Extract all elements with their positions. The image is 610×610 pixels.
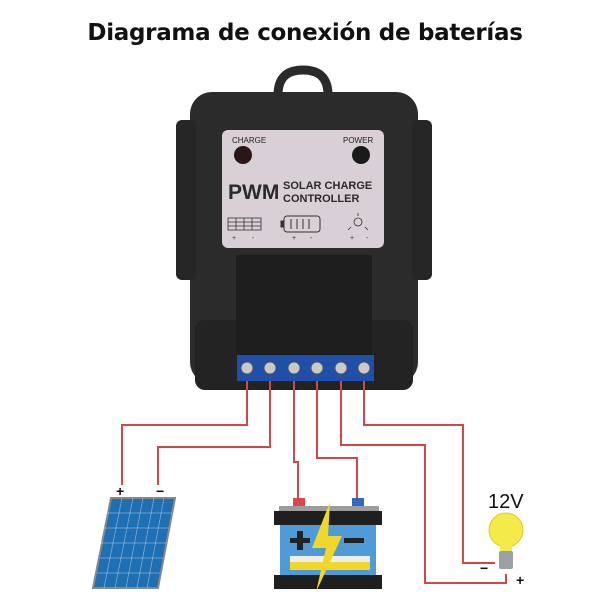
panel-minus: - xyxy=(252,235,255,242)
power-label: POWER xyxy=(343,136,373,145)
lamp: 12V − + xyxy=(480,491,524,588)
wires xyxy=(121,381,507,584)
lamp-icon xyxy=(347,213,369,231)
battery-icon xyxy=(280,215,321,233)
solar-panel: + − xyxy=(91,483,177,589)
solar-plus: + xyxy=(116,483,124,499)
load-minus: - xyxy=(366,235,369,242)
battery-minus: - xyxy=(310,235,313,242)
battery-plus: + xyxy=(292,235,296,242)
lightning-icon xyxy=(312,502,342,592)
battery xyxy=(274,498,382,592)
lamp-voltage: 12V xyxy=(488,491,524,513)
charge-led xyxy=(234,146,252,164)
lamp-plus: + xyxy=(516,572,524,588)
terminal-block xyxy=(237,355,374,381)
solar-panel-icon xyxy=(227,217,262,231)
power-led xyxy=(352,146,370,164)
load-plus: + xyxy=(350,235,354,242)
pwm-label: PWM xyxy=(228,181,279,204)
solar-minus: − xyxy=(156,483,164,499)
controller-line2: CONTROLLER xyxy=(283,193,359,205)
lamp-minus: − xyxy=(480,560,488,576)
controller-line1: SOLAR CHARGE xyxy=(283,180,372,192)
page-title: Diagrama de conexión de baterías xyxy=(87,20,523,46)
panel-plus: + xyxy=(232,235,236,242)
charge-controller: CHARGE POWER PWM SOLAR CHARGE CONTROLLER… xyxy=(176,65,432,390)
charge-label: CHARGE xyxy=(232,136,266,145)
label-panel xyxy=(222,130,384,248)
